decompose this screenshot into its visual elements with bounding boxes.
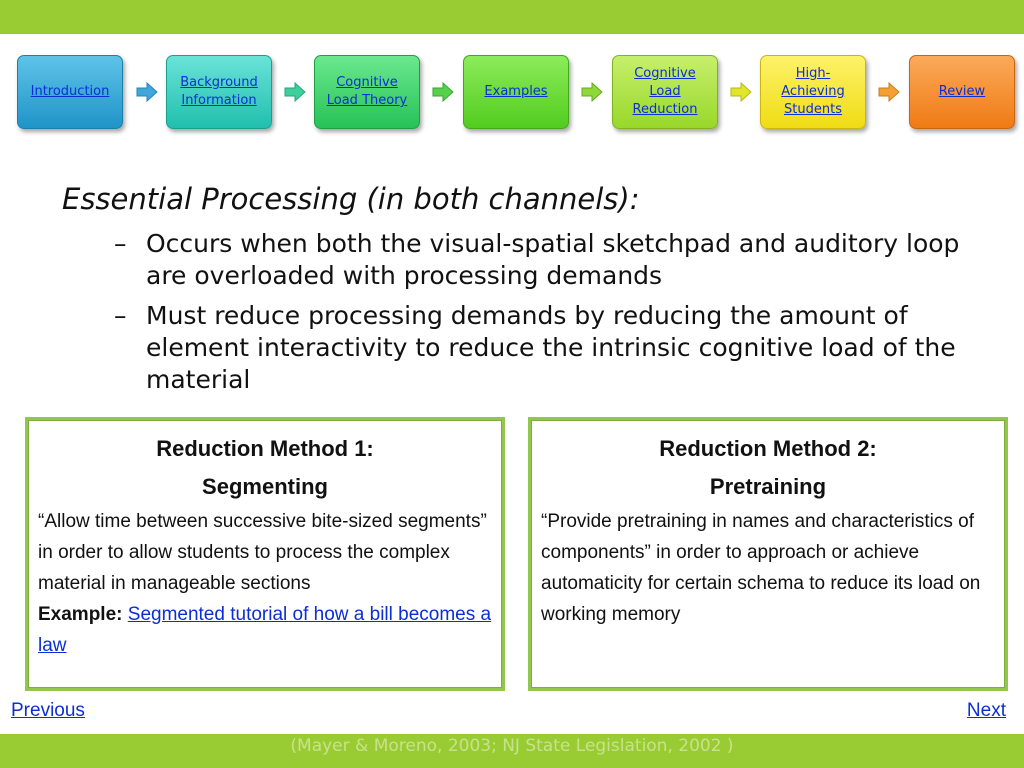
- nav-button-background-information[interactable]: Background Information: [166, 55, 272, 129]
- method-description: “Provide pretraining in names and charac…: [541, 506, 995, 630]
- example-label: Example:: [38, 604, 123, 625]
- method-description: “Allow time between successive bite-size…: [38, 506, 492, 661]
- top-accent-bar: [0, 0, 1024, 34]
- bullet-marker: –: [114, 229, 127, 258]
- nav-label: Reduction: [632, 102, 698, 117]
- slide-heading: Essential Processing (in both channels):: [62, 182, 640, 216]
- nav-label: Information: [181, 93, 257, 108]
- arrow-right-icon: [136, 81, 158, 103]
- nav-button-cognitive-load-reduction[interactable]: Cognitive Load Reduction: [612, 55, 718, 129]
- method-title-line: Reduction Method 2:: [659, 436, 877, 461]
- nav-label: Examples: [484, 84, 548, 99]
- citation-text: (Mayer & Moreno, 2003; NJ State Legislat…: [290, 736, 734, 756]
- example-link[interactable]: Segmented tutorial of how a bill becomes…: [38, 604, 492, 656]
- nav-label: Load Theory: [326, 93, 408, 108]
- method-title-line: Pretraining: [709, 474, 827, 499]
- method-title: Reduction Method 1: Segmenting: [38, 430, 492, 506]
- arrow-right-icon: [432, 81, 454, 103]
- method-description-text: “Provide pretraining in names and charac…: [541, 511, 981, 625]
- nav-button-review[interactable]: Review: [909, 55, 1015, 129]
- bullet-text: Occurs when both the visual-spatial sket…: [146, 229, 960, 290]
- nav-label: Introduction: [30, 84, 110, 99]
- nav-label: High-: [795, 66, 831, 81]
- reduction-method-1-box: Reduction Method 1: Segmenting “Allow ti…: [25, 417, 505, 691]
- nav-label: Cognitive: [634, 66, 696, 81]
- bullet-text: Must reduce processing demands by reduci…: [146, 301, 956, 394]
- nav-button-examples[interactable]: Examples: [463, 55, 569, 129]
- arrow-right-icon: [878, 81, 900, 103]
- next-link[interactable]: Next: [966, 700, 1006, 721]
- nav-label: Cognitive: [336, 75, 398, 90]
- method-title-line: Reduction Method 1:: [156, 436, 374, 461]
- nav-button-high-achieving-students[interactable]: High- Achieving Students: [760, 55, 866, 129]
- nav-button-cognitive-load-theory[interactable]: Cognitive Load Theory: [314, 55, 420, 129]
- nav-label: Review: [938, 84, 986, 99]
- nav-button-introduction[interactable]: Introduction: [17, 55, 123, 129]
- reduction-method-2-box: Reduction Method 2: Pretraining “Provide…: [528, 417, 1008, 691]
- bullet-marker: –: [114, 301, 127, 330]
- nav-label: Background: [180, 75, 258, 90]
- bottom-accent-bar: [0, 734, 1024, 768]
- nav-label: Load: [649, 84, 681, 99]
- nav-label: Students: [784, 102, 842, 117]
- bullet-item: – Occurs when both the visual-spatial sk…: [114, 228, 966, 292]
- method-title: Reduction Method 2: Pretraining: [541, 430, 995, 506]
- arrow-right-icon: [284, 81, 306, 103]
- method-description-text: “Allow time between successive bite-size…: [38, 511, 487, 594]
- method-title-line: Segmenting: [202, 474, 328, 499]
- bullet-item: – Must reduce processing demands by redu…: [114, 300, 966, 396]
- bullet-list: – Occurs when both the visual-spatial sk…: [114, 228, 974, 404]
- arrow-right-icon: [730, 81, 752, 103]
- arrow-right-icon: [581, 81, 603, 103]
- nav-label: Achieving: [781, 84, 845, 99]
- previous-link[interactable]: Previous: [11, 700, 85, 721]
